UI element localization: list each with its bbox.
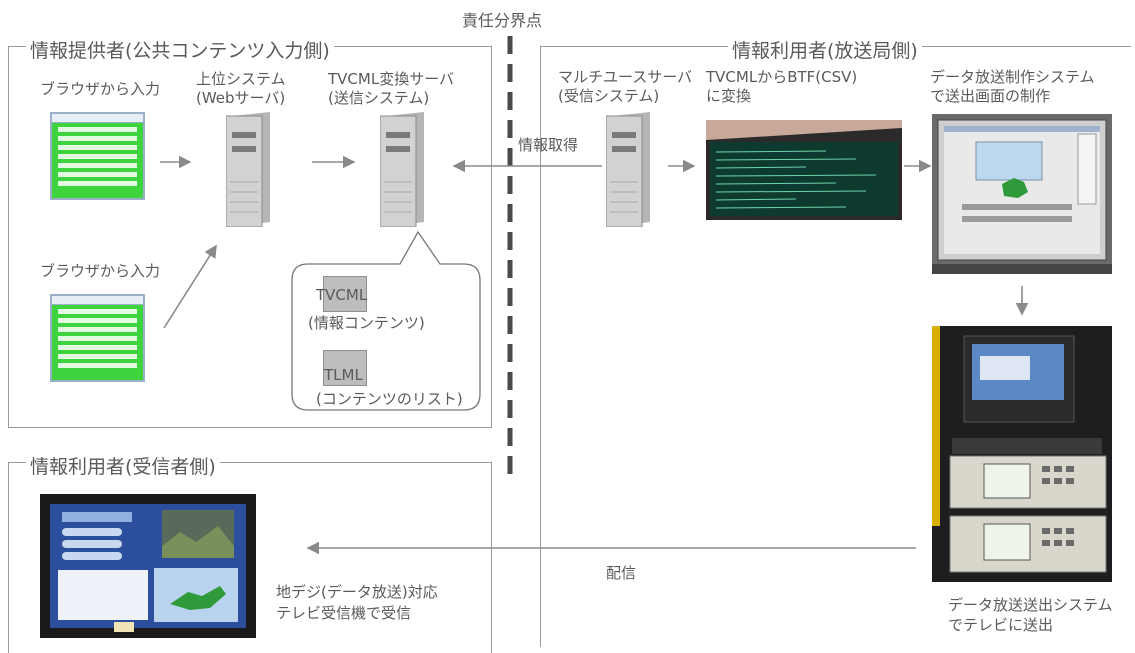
multi-server-line2: (受信システム) bbox=[558, 87, 660, 105]
tvcml-doc-icon bbox=[323, 276, 367, 312]
tlml-doc-icon bbox=[323, 350, 367, 386]
multi-use-server-icon bbox=[606, 112, 650, 227]
broadcaster-heading: 情報利用者(放送局側) bbox=[728, 36, 922, 63]
transmission-rack-photo bbox=[932, 326, 1112, 582]
tv-receiver-photo bbox=[40, 494, 256, 638]
tvcml-server-line1: TVCML変換サーバ bbox=[328, 70, 455, 88]
tvcml-server-line2: (送信システム) bbox=[328, 89, 430, 107]
acquire-label: 情報取得 bbox=[518, 136, 579, 154]
production-monitor-photo bbox=[932, 114, 1112, 274]
boundary-line bbox=[507, 36, 513, 476]
arrow-browser2-to-web bbox=[163, 244, 217, 329]
receiver-frame bbox=[8, 462, 492, 653]
tlml-doc-line2: (コンテンツのリスト) bbox=[316, 390, 463, 408]
web-server-icon bbox=[226, 112, 270, 227]
receiver-caption-line2: テレビ受信機で受信 bbox=[276, 604, 412, 622]
browser-window-1 bbox=[50, 112, 145, 200]
btf-conversion-photo bbox=[706, 120, 902, 220]
production-line2: で送出画面の制作 bbox=[930, 87, 1051, 105]
convert-line2: に変換 bbox=[706, 87, 752, 105]
transmit-line2: でテレビに送出 bbox=[948, 616, 1054, 634]
multi-server-line1: マルチユースサーバ bbox=[558, 68, 693, 86]
browser-window-2 bbox=[50, 294, 145, 382]
browser-input-label-2: ブラウザから入力 bbox=[40, 262, 161, 280]
tvcml-server-icon bbox=[380, 112, 424, 227]
production-line1: データ放送制作システム bbox=[930, 68, 1095, 86]
transmit-line1: データ放送送出システム bbox=[948, 596, 1113, 614]
boundary-label: 責任分界点 bbox=[462, 11, 543, 30]
receiver-caption-line1: 地デジ(データ放送)対応 bbox=[276, 583, 438, 601]
tvcml-doc-line1: TVCML bbox=[316, 286, 368, 304]
tlml-doc-line1: TLML bbox=[324, 366, 363, 384]
provider-heading: 情報提供者(公共コンテンツ入力側) bbox=[26, 36, 334, 63]
receiver-heading: 情報利用者(受信者側) bbox=[26, 452, 220, 479]
distribute-label: 配信 bbox=[606, 564, 637, 582]
upper-system-line1: 上位システム bbox=[196, 70, 286, 88]
upper-system-line2: (Webサーバ) bbox=[196, 89, 286, 107]
browser-input-label-1: ブラウザから入力 bbox=[40, 80, 161, 98]
tvcml-doc-line2: (情報コンテンツ) bbox=[308, 314, 425, 332]
convert-line1: TVCMLからBTF(CSV) bbox=[706, 68, 858, 86]
